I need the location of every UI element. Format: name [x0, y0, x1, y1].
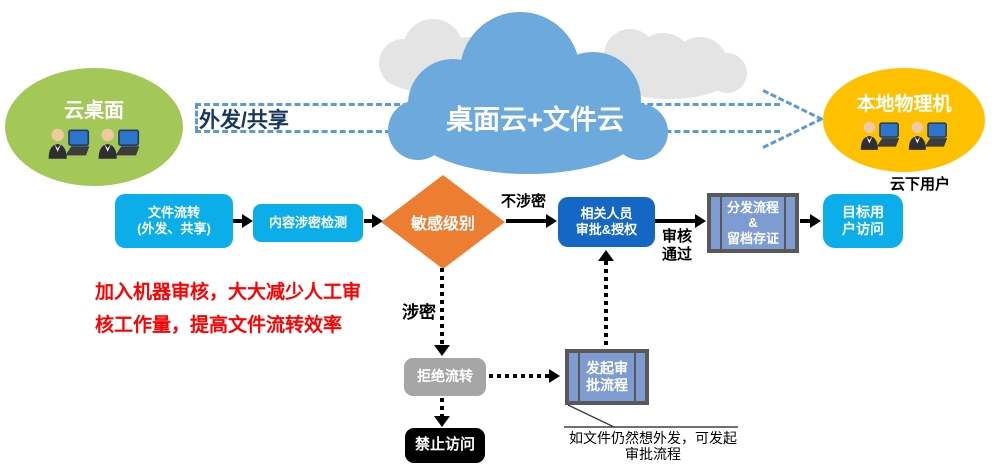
arrow-reject-to-initiate	[489, 374, 549, 378]
label-approved: 审核通过	[662, 228, 693, 263]
process-bar	[784, 197, 786, 249]
user-laptop-icon	[48, 128, 90, 159]
ext-share-arrow-tail	[195, 103, 198, 132]
note-resubmit-line2: 审批流程	[625, 446, 681, 463]
user-laptop-icon	[98, 128, 140, 159]
cloud-desktop-label: 云桌面	[64, 99, 124, 122]
note-machine-review: 加入机器审核，大大减少人工审 核工作量，提高文件流转效率	[95, 276, 380, 343]
local-machine-ellipse: 本地物理机	[823, 68, 985, 172]
arrow-reject-to-forbid	[440, 398, 444, 416]
cloud-desktop-icons	[46, 127, 142, 161]
note-machine-review-line2: 核工作量，提高文件流转效率	[95, 315, 343, 337]
node-approval: 相关人员 审批&授权	[558, 197, 655, 247]
cloud-desktop-ellipse: 云桌面	[5, 68, 183, 186]
node-initiate-approval: 发起审 批流程	[565, 349, 649, 405]
label-secret: 涉密	[402, 303, 436, 322]
arrow-approval-to-distribution-head	[695, 214, 706, 228]
node-distribution: 分发流程 & 留档存证	[707, 193, 799, 253]
blue-cloud	[388, 12, 668, 174]
node-reject: 拒绝流转	[404, 358, 486, 396]
below-cloud-user-label: 云下用户	[890, 176, 951, 193]
process-bar	[720, 197, 722, 249]
arrow-sensitivity-to-approval	[506, 219, 547, 223]
arrow-sensitivity-to-approval-head	[546, 214, 557, 228]
node-forbid: 禁止访问	[405, 428, 485, 463]
node-content-check: 内容涉密检测	[253, 204, 363, 242]
note-resubmit: 如文件仍然想外发，可发起 审批流程	[558, 430, 748, 462]
node-initiate-approval-label: 发起审 批流程	[586, 360, 628, 393]
arrow-initiate-to-approval	[604, 261, 608, 348]
ext-share-arrowhead-lower	[762, 117, 823, 149]
arrow-sensitivity-to-reject	[440, 268, 444, 346]
arrow-approval-to-distribution	[655, 219, 696, 223]
note-machine-review-line1: 加入机器审核，大大减少人工审	[95, 282, 362, 303]
arrow-file-to-check	[233, 219, 243, 223]
process-bar	[634, 353, 636, 401]
arrow-distribution-to-target-head	[810, 214, 821, 228]
label-not-secret: 不涉密	[501, 193, 547, 210]
user-laptop-icon	[908, 121, 948, 150]
arrow-reject-to-forbid-head	[434, 416, 450, 427]
process-bar	[578, 353, 580, 401]
arrow-check-to-sensitivity	[364, 219, 373, 223]
node-distribution-label: 分发流程 & 留档存证	[726, 199, 779, 246]
arrow-sensitivity-to-reject-head	[434, 345, 450, 356]
note-resubmit-line1: 如文件仍然想外发，可发起	[569, 430, 737, 446]
cloud-label: 桌面云+文件云	[446, 105, 624, 135]
arrow-file-to-check-head	[242, 214, 253, 228]
node-file-transfer: 文件流转 (外发、共享)	[115, 194, 233, 248]
node-target-access: 目标用 户访问	[823, 194, 903, 248]
arrow-reject-to-initiate-head	[549, 369, 560, 383]
callout-line	[564, 404, 738, 428]
local-machine-label: 本地物理机	[856, 93, 952, 115]
user-laptop-icon	[860, 121, 900, 150]
arrow-check-to-sensitivity-head	[372, 214, 383, 228]
arrow-distribution-to-target	[800, 219, 811, 223]
ext-share-label: 外发/共享	[199, 109, 289, 132]
local-machine-icons	[858, 120, 950, 152]
gray-cloud-right	[604, 29, 747, 99]
arrow-initiate-to-approval-head	[598, 250, 614, 261]
node-sensitivity-diamond: 敏感级别	[381, 175, 505, 269]
